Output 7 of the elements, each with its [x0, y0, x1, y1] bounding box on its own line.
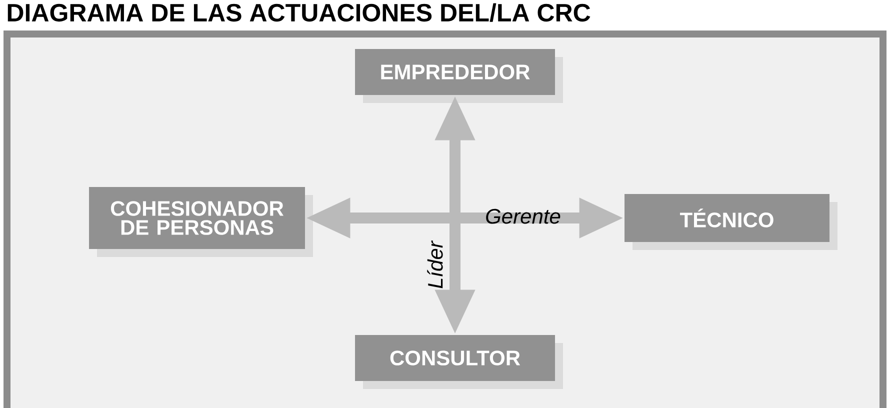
role-box: EMPREDEDOR — [355, 49, 563, 103]
role-box: CONSULTOR — [355, 335, 563, 389]
role-box: COHESIONADOR DE PERSONAS — [89, 187, 313, 257]
role-box: TÉCNICO — [624, 194, 838, 250]
edge-label: Gerente — [486, 208, 560, 224]
title: DIAGRAMA DE LAS ACTUACIONES DEL/LA CRC — [8, 3, 590, 22]
edge-label: Líder — [427, 240, 443, 288]
